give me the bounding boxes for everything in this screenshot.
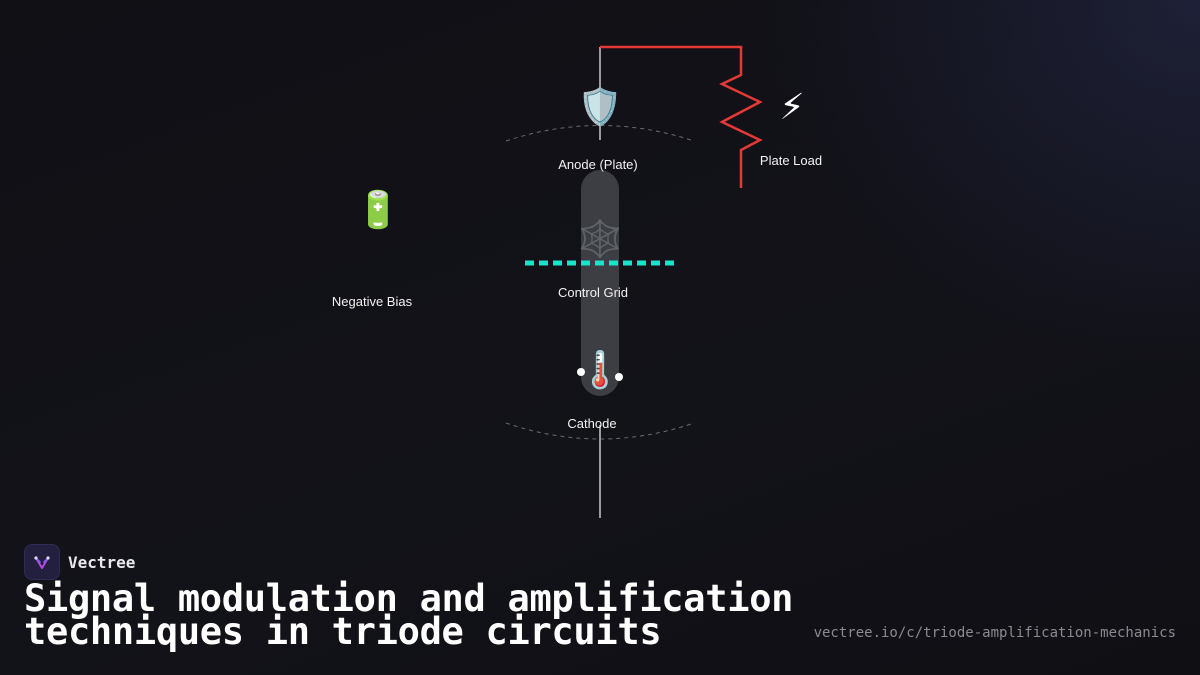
- control-grid-label: Control Grid: [557, 285, 629, 300]
- page-title: Signal modulation and amplification tech…: [24, 577, 794, 653]
- lightning-icon: ⚡: [779, 87, 805, 128]
- plate-load-label: Plate Load: [759, 153, 823, 168]
- web-icon: 🕸️: [577, 219, 623, 260]
- brand-logo-icon: [24, 544, 60, 580]
- thermometer-icon: 🌡️: [577, 350, 623, 391]
- source-url[interactable]: vectree.io/c/triode-amplification-mechan…: [813, 625, 1176, 641]
- brand[interactable]: Vectree: [24, 544, 135, 580]
- anode-label: Anode (Plate): [558, 157, 638, 172]
- electron-flow-column: [581, 170, 619, 396]
- brand-name: Vectree: [68, 552, 136, 572]
- electron: [615, 373, 623, 381]
- negative-bias-label: Negative Bias: [331, 294, 413, 309]
- plate-load-resistor: [600, 45, 763, 188]
- shield-icon: 🛡️: [577, 87, 623, 128]
- battery-icon: 🔋: [355, 190, 401, 231]
- tube-envelope-top: [505, 125, 695, 142]
- electron: [577, 368, 585, 376]
- tube-envelope-bottom: [505, 422, 695, 440]
- cathode-label: Cathode: [567, 416, 617, 431]
